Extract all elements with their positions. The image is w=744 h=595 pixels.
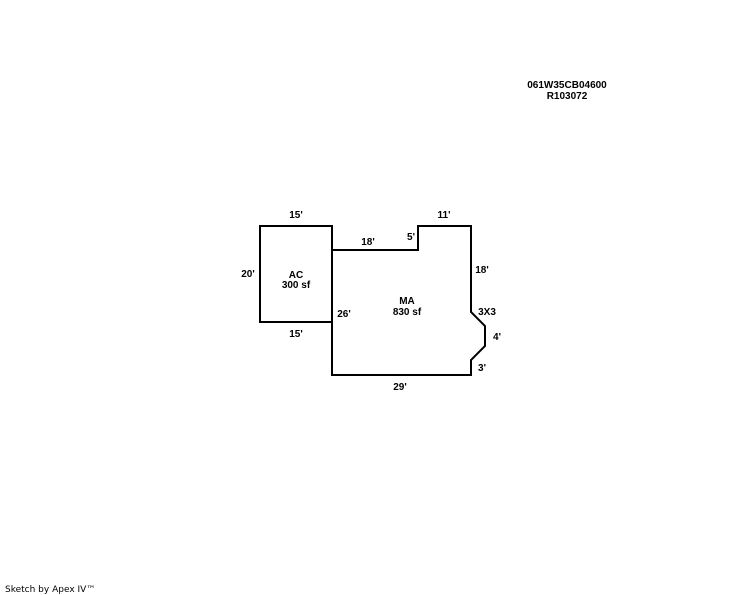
dim-ma-top-left: 18': [361, 237, 375, 248]
sketch-credit: Sketch by Apex IV™: [5, 585, 95, 595]
dim-ac-left: 20': [241, 269, 255, 280]
parcel-map-id: 061W35CB04600: [527, 80, 607, 91]
dim-ma-bay-bottom: 3': [478, 363, 486, 374]
ac-area-outline: [259, 225, 333, 323]
dim-ma-left: 26': [337, 309, 351, 320]
dim-ma-top-right: 11': [438, 210, 451, 221]
ac-area-size: 300 sf: [282, 280, 311, 291]
dim-ac-bottom: 15': [289, 329, 303, 340]
dim-ma-right: 18': [475, 265, 489, 276]
dim-ac-top: 15': [289, 210, 303, 221]
dim-ma-bay-diag: 3X3: [478, 307, 496, 318]
ac-area-code: AC: [289, 270, 303, 281]
ma-area-size: 830 sf: [393, 307, 422, 318]
ma-area-outline: [331, 225, 486, 376]
dim-ma-step: 5': [407, 232, 415, 243]
dim-ma-bottom: 29': [393, 382, 407, 393]
parcel-account: R103072: [547, 91, 588, 102]
ma-area-code: MA: [399, 296, 415, 307]
dim-ma-bay: 4': [493, 332, 501, 343]
